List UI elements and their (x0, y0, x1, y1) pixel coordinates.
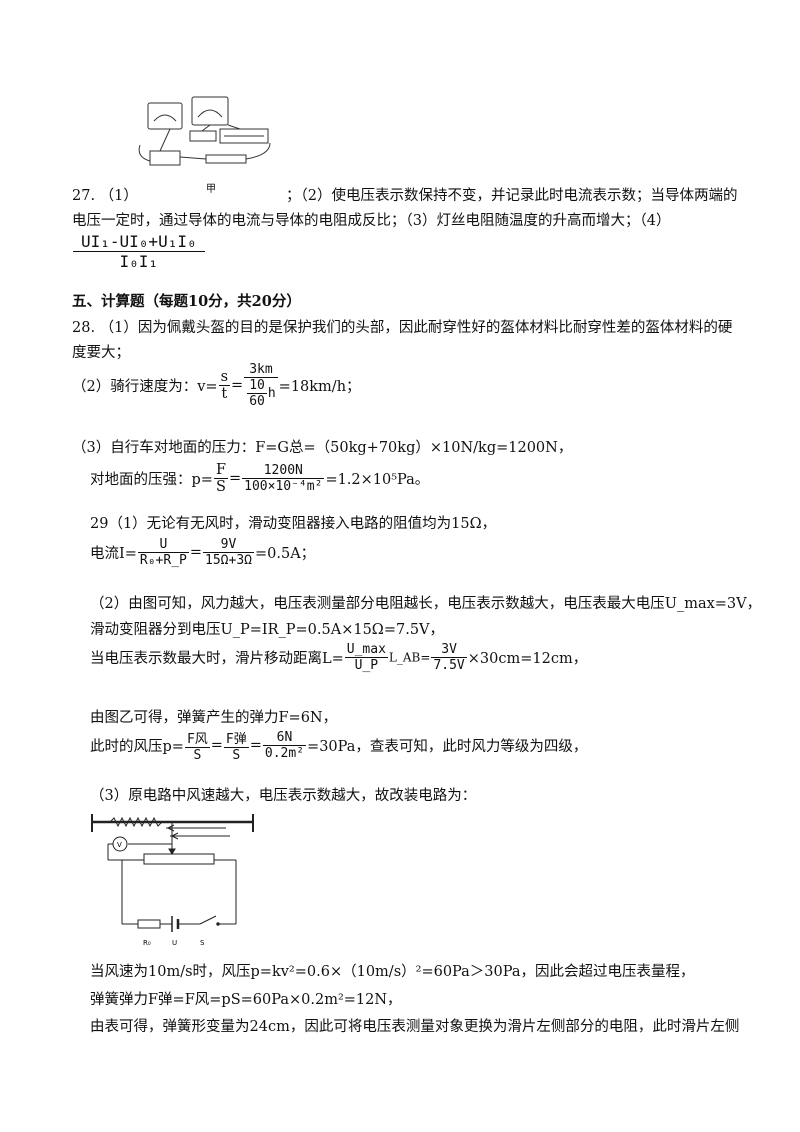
speed-t: t (221, 386, 228, 402)
len-den1: U_P (354, 658, 379, 673)
wind-num1: F风 (184, 728, 210, 748)
wind-eq1: = (210, 737, 223, 754)
q29-line7: 弹簧弹力F弹=F风=pS=60Pa×0.2m²=12N， (90, 992, 402, 1008)
q29-line4: 由图乙可得，弹簧产生的弹力F=6N， (90, 710, 338, 726)
q29-line5: （3）原电路中风速越大，电压表示数越大，故改装电路为： (90, 788, 477, 804)
pressure-fs: F S (213, 462, 228, 495)
speed-den-num: 10 (247, 378, 267, 394)
current-num2: 9V (203, 537, 254, 553)
len-num2: 3V (431, 642, 467, 658)
q29-length: 当电压表示数最大时，滑片移动距离L= U_max U_P L_AB= 3V 7.… (90, 642, 587, 673)
len-frac1: U_max U_P (344, 642, 388, 673)
q28-line2: 度要大； (72, 345, 130, 361)
wind-num3: 6N (262, 730, 307, 746)
speed-result: =18km/h； (278, 379, 361, 395)
current-result: =0.5A； (254, 546, 316, 562)
q29-line3: 滑动变阻器分到电压U_P=IR_P=0.5A×15Ω=7.5V， (90, 622, 445, 638)
current-den2: 15Ω+3Ω (205, 553, 252, 568)
speed-st: s t (218, 369, 231, 402)
q29-current: 电流I= U R₀+R_P = 9V 15Ω+3Ω =0.5A； (90, 537, 315, 568)
apparatus-figure (138, 96, 271, 166)
wind-eq2: = (249, 737, 262, 754)
q29-line1: 29（1）无论有无风时，滑动变阻器接入电路的阻值均为15Ω， (90, 516, 497, 532)
q28-line1: 28. （1）因为佩戴头盔的目的是保护我们的头部，因此耐穿性好的盔体材料比耐穿性… (72, 320, 733, 336)
q27-formula: UI₁-UI₀+U₁I₀ I₀I₁ (72, 232, 206, 271)
figure-label: 甲 (206, 184, 216, 195)
q29-line8: 由表可得，弹簧形变量为24cm，因此可将电压表测量对象更换为滑片左侧部分的电阻，… (90, 1019, 740, 1035)
wind-den2: S (232, 748, 241, 763)
pressure-result: =1.2×10⁵Pa。 (325, 472, 430, 488)
speed-num: 3km (244, 362, 278, 378)
current-frac1: U R₀+R_P (137, 537, 189, 568)
wind-frac3: 6N 0.2m² (262, 730, 307, 761)
current-frac2: 9V 15Ω+3Ω (203, 537, 254, 568)
speed-s: s (218, 369, 231, 386)
q27-line2: 电压一定时，通过导体的电流与导体的电阻成反比；（3）灯丝电阻随温度的升高而增大；… (72, 213, 671, 229)
circuit-s-label: S (200, 939, 205, 947)
circuit-v-label: V (117, 841, 122, 849)
speed-den-den: 60 (249, 394, 265, 409)
section-title: 五、计算题（每题10分，共20分） (72, 293, 301, 310)
q27-formula-den: I₀I₁ (119, 252, 159, 271)
wind-frac2: F弹 S (223, 728, 249, 763)
q28-force: （3）自行车对地面的压力：F=G总=（50kg+70kg）×10N/kg=120… (72, 440, 573, 456)
q27-formula-num: UI₁-UI₀+U₁I₀ (73, 232, 205, 252)
pressure-eq: = (229, 470, 242, 487)
current-prefix: 电流I= (90, 546, 137, 562)
pressure-num: 1200N (242, 463, 325, 479)
current-eq: = (189, 544, 203, 561)
speed-h: h (267, 386, 276, 401)
current-num1: U (137, 537, 189, 553)
q27-line1-prefix: 27. （1） (72, 188, 138, 204)
circuit-r0-label: R₀ (143, 939, 151, 947)
wind-den3: 0.2m² (264, 746, 305, 761)
q29-wind: 此时的风压p= F风 S = F弹 S = 6N 0.2m² =30Pa，查表可… (90, 728, 587, 763)
circuit-diagram: V R₀ U S (91, 814, 254, 947)
speed-eq: = (231, 377, 244, 394)
q27-line1-rest: ；（2）使电压表示数保持不变，并记录此时电流表示数；当导体两端的 (286, 188, 738, 204)
current-den1: R₀+R_P (139, 553, 187, 568)
pressure-den: 100×10⁻⁴m² (244, 479, 323, 494)
len-prefix: 当电压表示数最大时，滑片移动距离L= (90, 651, 344, 667)
pressure-F: F (213, 462, 228, 479)
pressure-frac: 1200N 100×10⁻⁴m² (242, 463, 325, 494)
q29-line2: （2）由图可知，风力越大，电压表测量部分电阻越长，电压表示数越大，电压表最大电压… (90, 596, 762, 612)
pressure-S: S (216, 479, 226, 495)
circuit-u-label: U (172, 939, 177, 947)
len-result: ×30cm=12cm， (467, 651, 588, 667)
len-frac2: 3V 7.5V (431, 642, 467, 673)
wind-result: =30Pa，查表可知，此时风力等级为四级， (307, 739, 588, 755)
len-num1: U_max (344, 642, 388, 658)
wind-frac1: F风 S (184, 728, 210, 763)
pressure-prefix: 对地面的压强：p= (90, 472, 213, 488)
wind-prefix: 此时的风压p= (90, 739, 184, 755)
speed-prefix: （2）骑行速度为：v= (72, 379, 218, 395)
q28-pressure: 对地面的压强：p= F S = 1200N 100×10⁻⁴m² =1.2×10… (90, 462, 429, 495)
len-den2: 7.5V (433, 658, 465, 673)
wind-den1: S (193, 748, 202, 763)
q29-line6: 当风速为10m/s时，风压p=kv²=0.6×（10m/s）²=60Pa＞30P… (90, 964, 695, 980)
wind-num2: F弹 (223, 728, 249, 748)
len-mid: L_AB= (388, 650, 431, 665)
